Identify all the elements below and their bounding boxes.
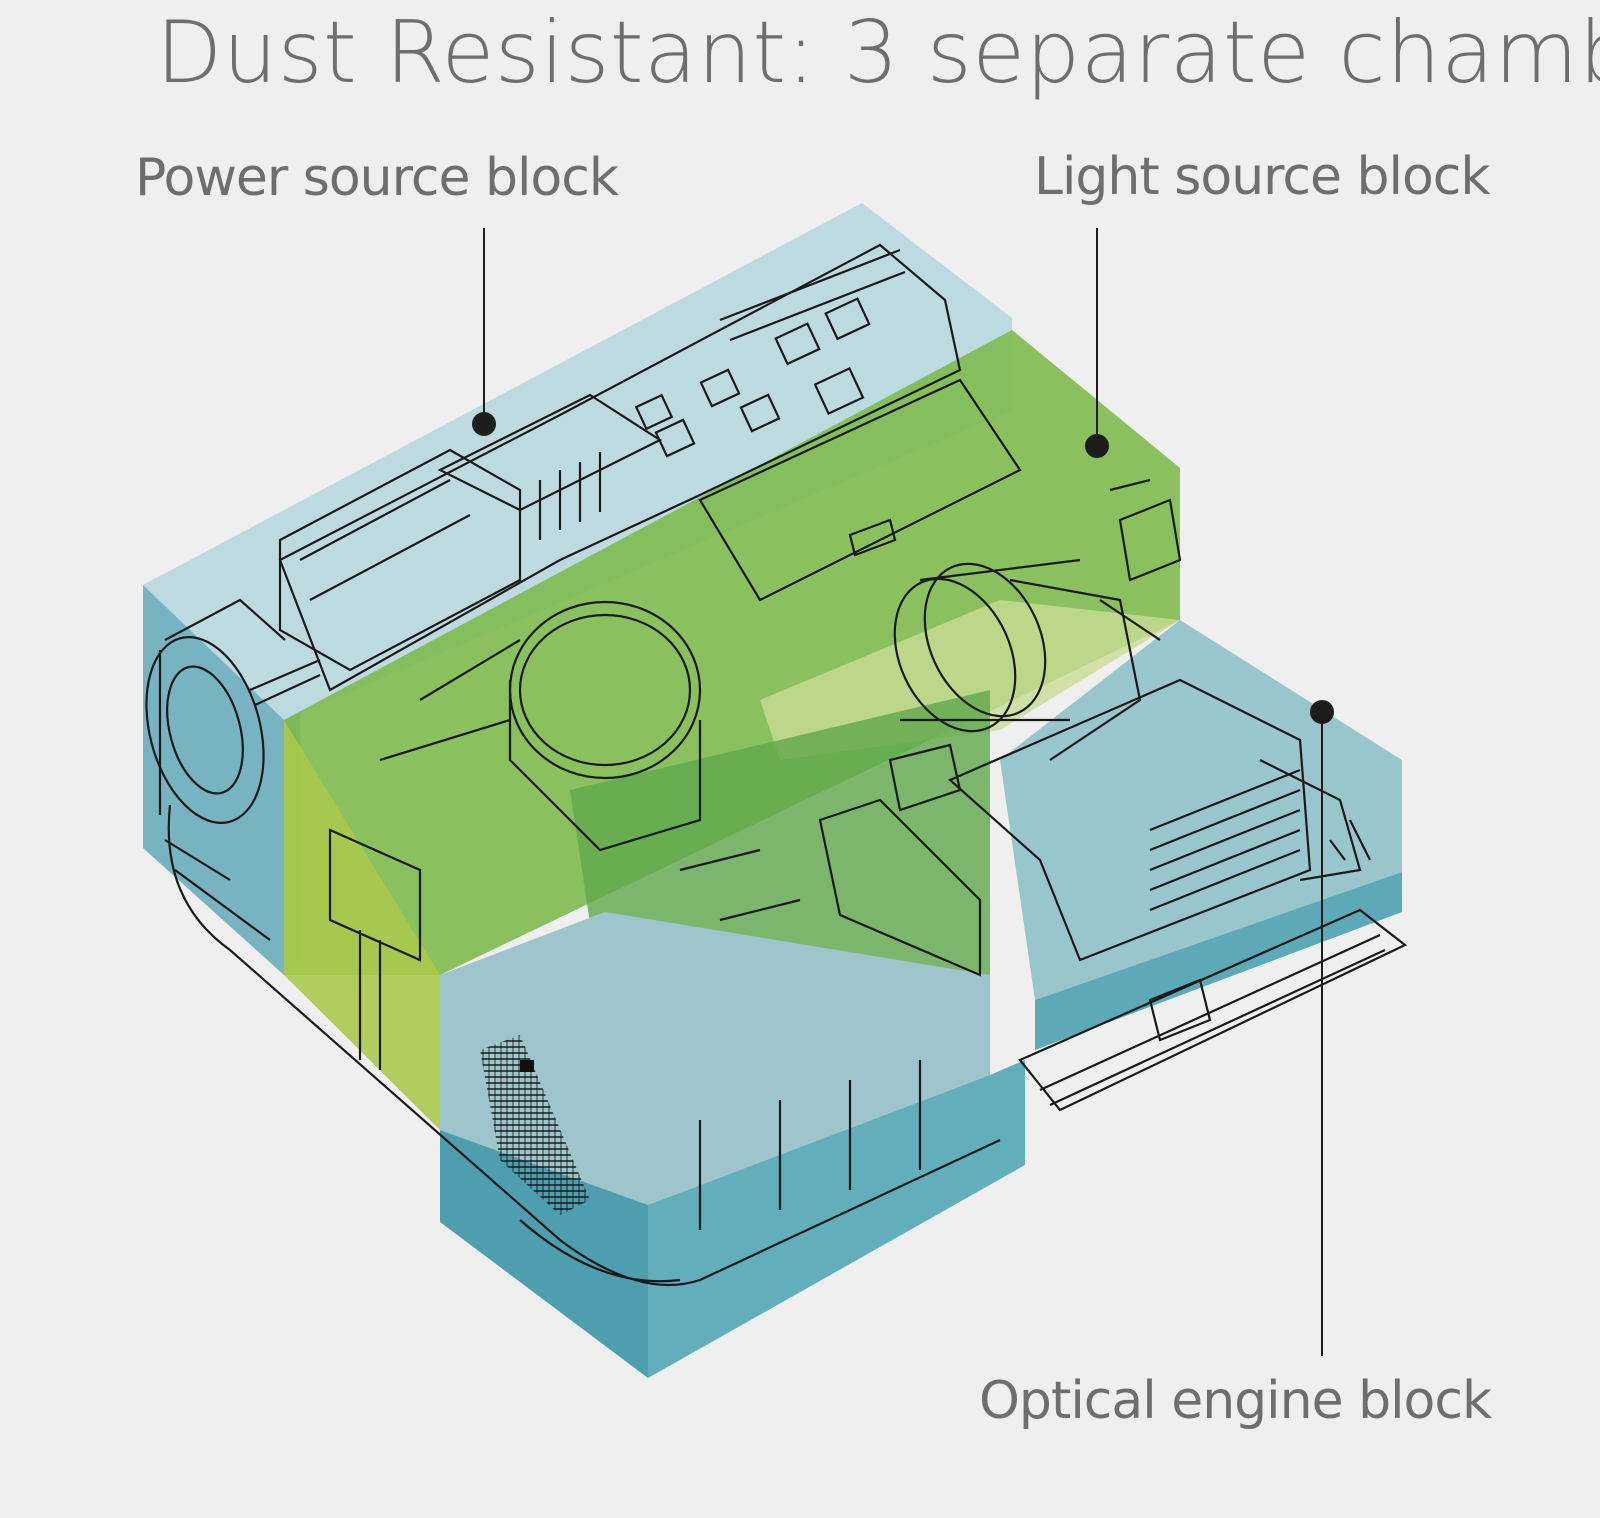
exhaust-vent-mesh (480, 1035, 590, 1215)
vent-latch (520, 1060, 534, 1072)
light-source-label: Light source block (1034, 147, 1490, 207)
power-source-label: Power source block (135, 148, 619, 208)
light-leader-dot (1085, 434, 1109, 458)
leader-lines (472, 228, 1334, 1356)
internal-components-lineart (145, 243, 1408, 1287)
diagram-title: Dust Resistant: 3 separate chamb (156, 3, 1600, 103)
optical-leader-dot (1310, 700, 1334, 724)
power-leader-dot (472, 412, 496, 436)
optical-engine-label: Optical engine block (979, 1371, 1492, 1431)
